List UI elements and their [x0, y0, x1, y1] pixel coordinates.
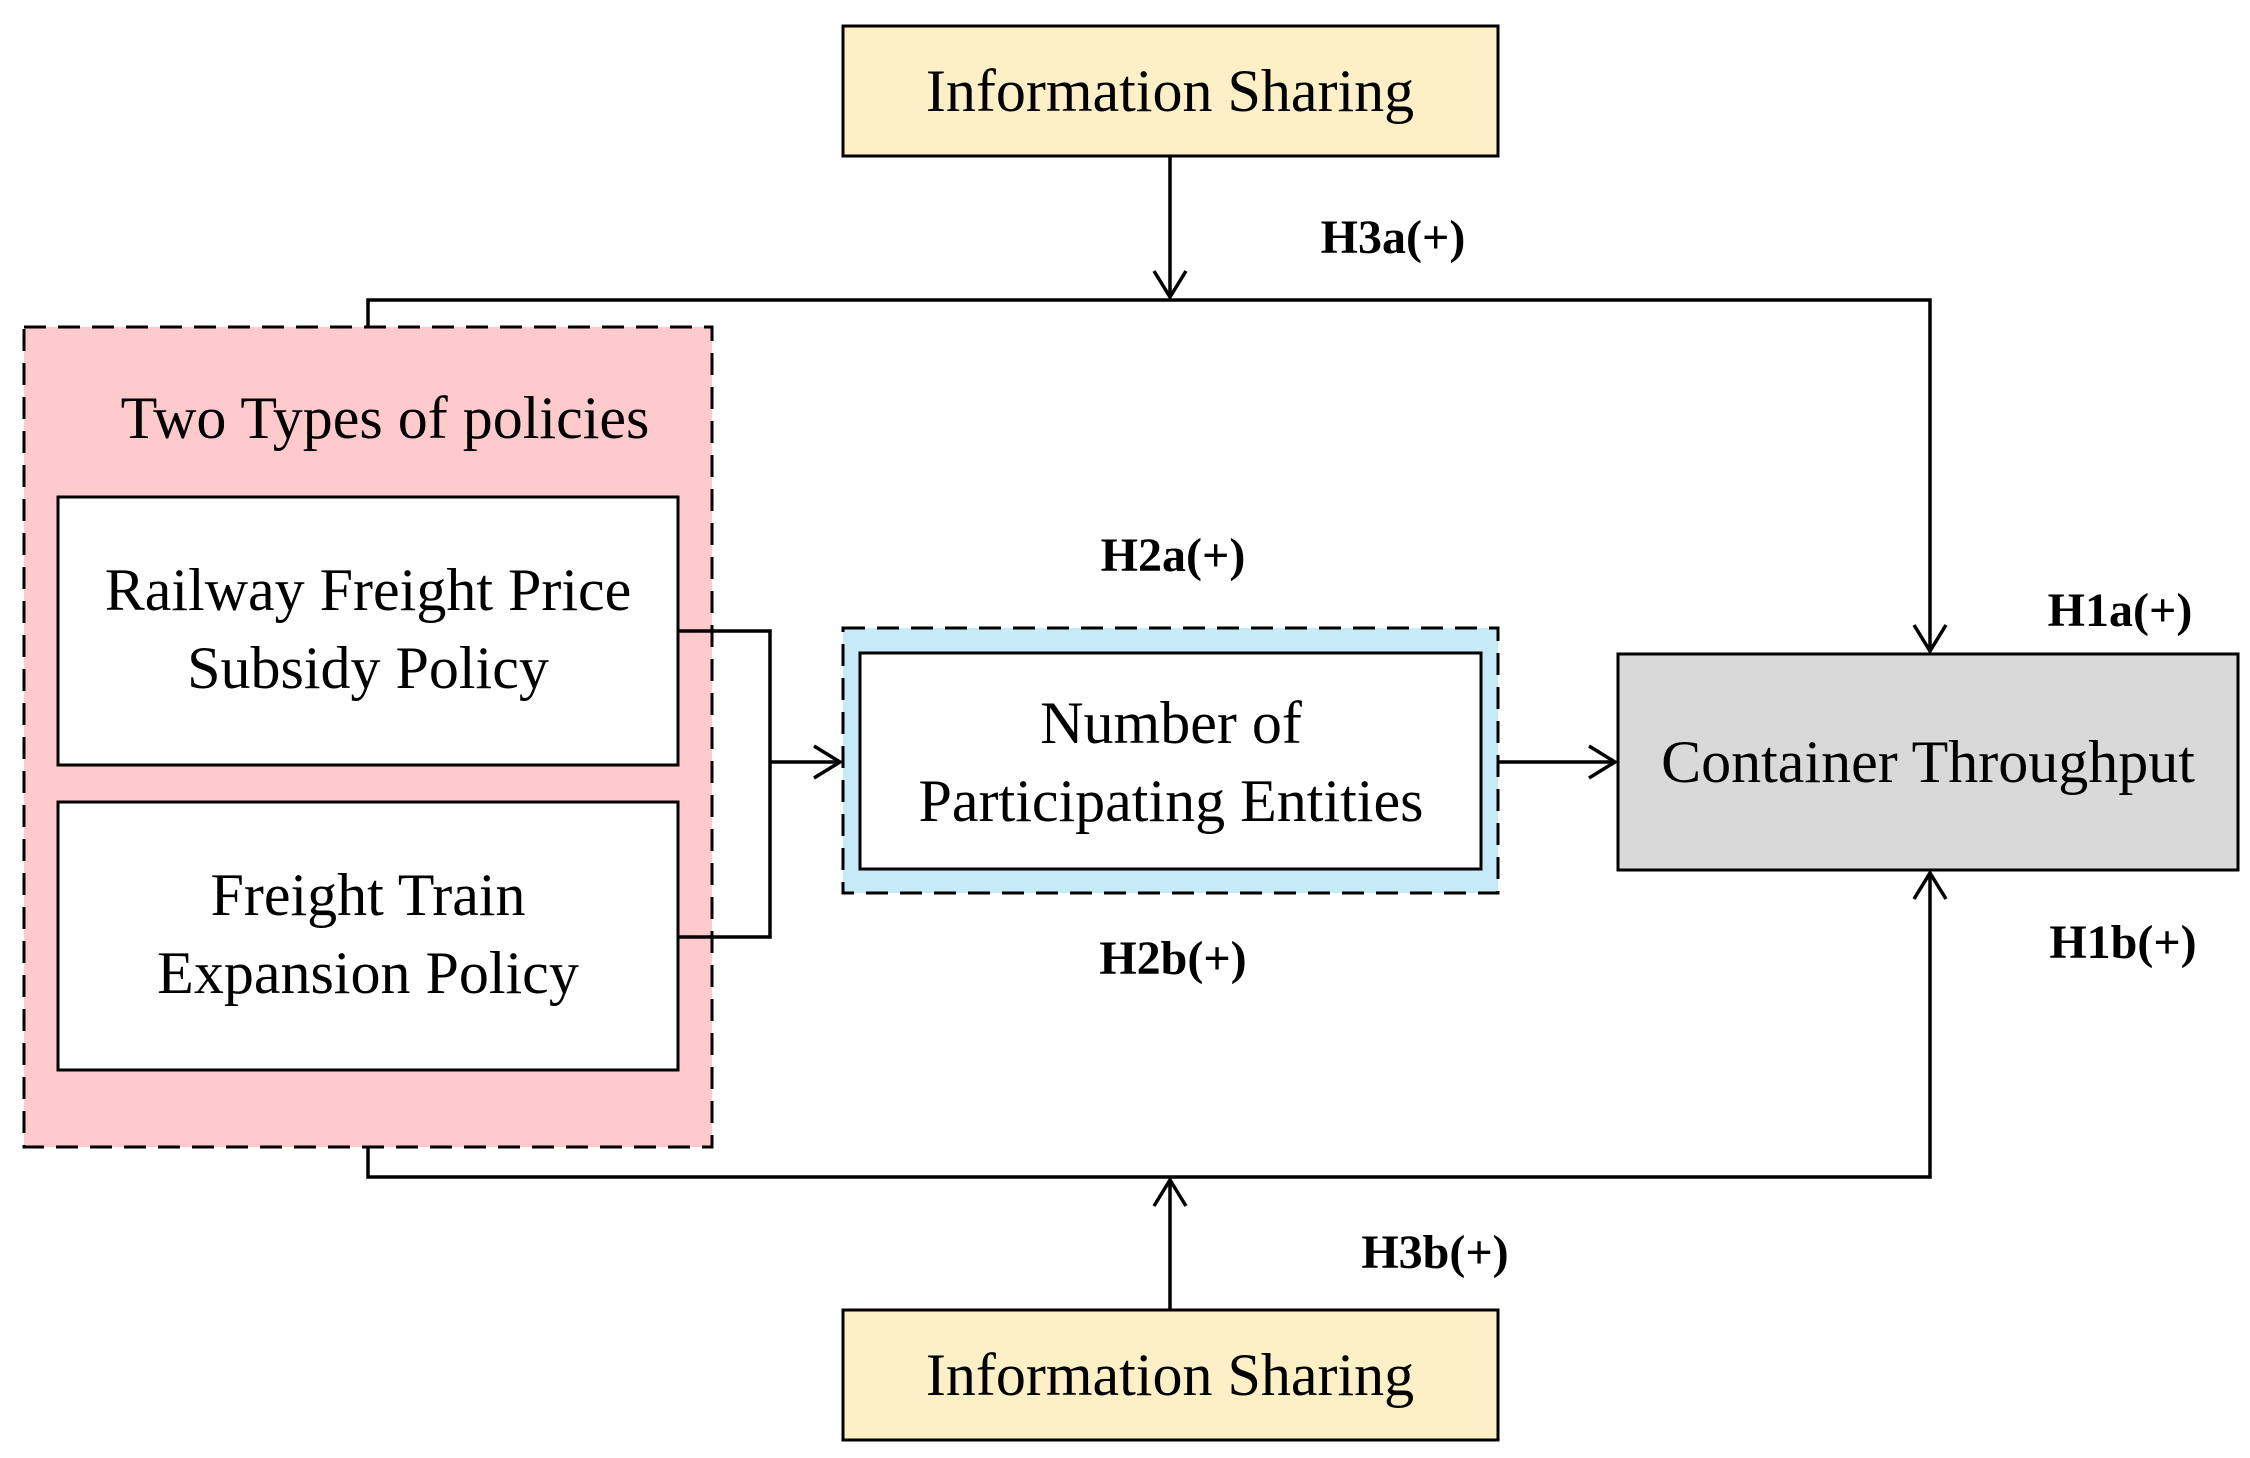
- hypothesis-h1a: H1a(+): [2048, 584, 2193, 637]
- participants-line2: Participating Entities: [919, 768, 1424, 834]
- hypothesis-h1b: H1b(+): [2049, 916, 2196, 969]
- hypothesis-h3b: H3b(+): [1361, 1226, 1508, 1279]
- policy-2-line2: Expansion Policy: [157, 940, 579, 1006]
- policy-1-line2: Subsidy Policy: [187, 635, 549, 701]
- policy-2-line1: Freight Train: [210, 862, 525, 928]
- participants-line1: Number of: [1040, 690, 1302, 756]
- hypothesis-h2b: H2b(+): [1099, 932, 1246, 985]
- container-throughput-label: Container Throughput: [1661, 729, 2195, 795]
- info-sharing-top-box: Information Sharing: [841, 24, 1500, 158]
- policy-1-line1: Railway Freight Price: [105, 557, 632, 623]
- info-sharing-bottom-box: Information Sharing: [841, 1308, 1500, 1442]
- bottom-route-arrow: [366, 869, 1948, 1179]
- policies-group-title: Two Types of policies: [121, 385, 650, 451]
- policy-box-freight-train: Freight Train Expansion Policy: [56, 800, 680, 1072]
- hypothesis-h2a: H2a(+): [1101, 529, 1246, 582]
- info-sharing-bottom-label: Information Sharing: [926, 1342, 1414, 1408]
- top-route-arrow: [366, 298, 1948, 655]
- policy-1-connector: [678, 629, 772, 939]
- info-sharing-top-label: Information Sharing: [926, 58, 1414, 124]
- participants-box: Number of Participating Entities: [841, 626, 1500, 895]
- connectors: [366, 156, 1948, 1310]
- container-throughput-box: Container Throughput: [1616, 652, 2240, 872]
- policy-box-railway-freight: Railway Freight Price Subsidy Policy: [56, 495, 680, 767]
- hypothesis-h3a: H3a(+): [1321, 211, 1466, 264]
